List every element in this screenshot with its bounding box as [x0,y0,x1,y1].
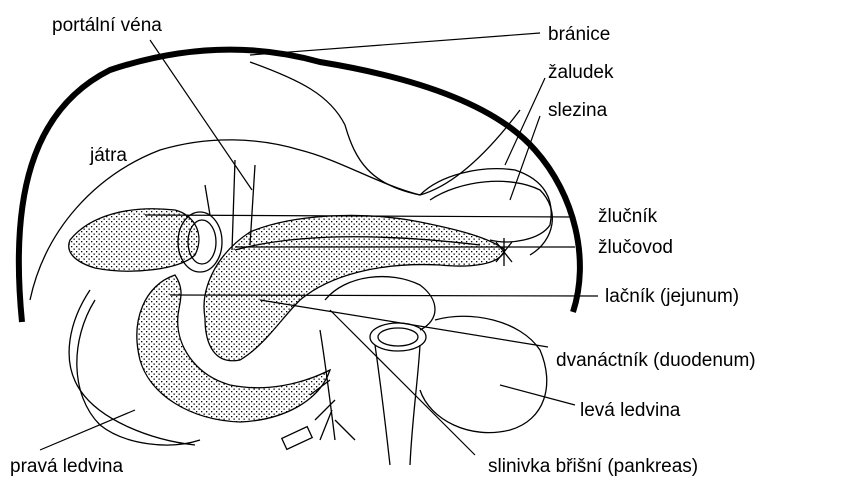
label-zlucovod: žlučovod [598,237,673,258]
label-slinivka: slinivka břišní (pankreas) [488,456,698,477]
leader-branice [250,33,540,55]
label-dvanactnik: dvanáctník (duodenum) [556,350,756,371]
liver-lobe-line [250,62,420,195]
leader-leva-ledvina [500,385,575,405]
leader-prava-ledvina [40,410,135,450]
vessel-stub [282,427,312,450]
label-lacnik: lačník (jejunum) [605,286,739,307]
label-zlucnik: žlučník [598,206,658,227]
leader-portalni-vena [150,40,252,190]
label-jatra: játra [89,145,127,166]
left-kidney-outline [420,316,547,432]
aorta-ring-inner [378,328,418,346]
label-branice: bránice [548,24,610,45]
label-prava-ledvina: pravá ledvina [10,456,123,477]
label-zaludek: žaludek [548,62,614,83]
aorta-vessel [375,345,420,465]
label-portalni-vena: portální véna [52,15,162,36]
gallbladder-shape [69,209,199,271]
label-leva-ledvina: levá ledvina [580,400,681,421]
label-slezina: slezina [548,100,608,121]
